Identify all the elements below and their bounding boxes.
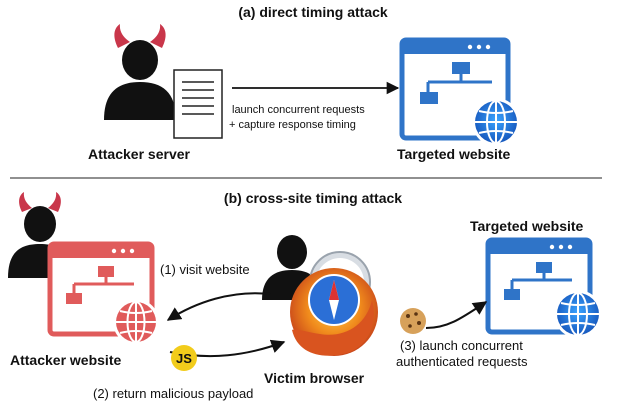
part-a-title: (a) direct timing attack [238,4,388,20]
step2-label: (2) return malicious payload [93,386,254,401]
attacker-website-label: Attacker website [10,352,122,368]
victim-browser-icon [262,235,378,356]
step1-label: (1) visit website [160,262,250,277]
arrow-label-line1: launch concurrent requests [232,104,365,116]
target-website-label-a: Targeted website [397,146,511,162]
step3-label-line2: authenticated requests [396,354,528,369]
visit-website-arrow [166,292,271,321]
target-website-label-b: Targeted website [470,218,584,234]
victim-browser-label: Victim browser [264,370,365,386]
js-badge [171,345,197,371]
target-website-icon [399,37,520,146]
js-badge-text: JS [176,351,192,366]
concurrent-requests-arrow [425,301,488,329]
part-b-title: (b) cross-site timing attack [223,190,403,206]
step3-label-line1: (3) launch concurrent [400,338,523,353]
cookie-icon [400,308,426,334]
arrow-label-line2: + capture response timing [229,119,356,131]
attacker-website-icon [8,192,159,345]
attacker-server-icon [104,24,223,139]
target-website-icon-b [485,237,602,338]
attacker-server-label: Attacker server [88,146,190,162]
